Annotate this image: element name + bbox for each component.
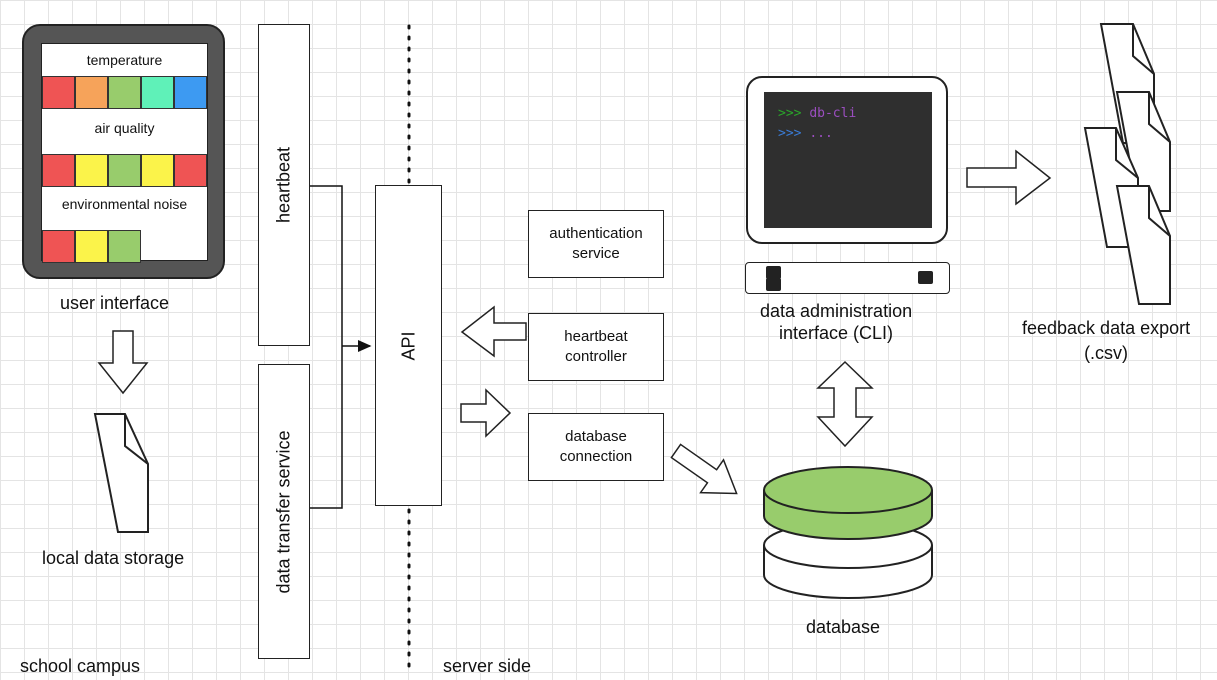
arrow-cli-to-export	[966, 149, 1052, 206]
document-icon	[93, 413, 149, 533]
arrow-controller-to-api	[460, 305, 527, 358]
arrow-ui-to-storage	[97, 330, 149, 395]
scale-cell	[108, 154, 141, 187]
scale-cell	[75, 230, 108, 263]
temperature-scale	[42, 76, 207, 109]
server-side-label: server side	[443, 656, 532, 676]
arrow-dbconn-to-database	[670, 443, 738, 495]
device-screen: temperature air quality environmental no…	[41, 43, 208, 263]
temperature-label: temperature	[86, 52, 163, 68]
terminal-line: >>> db-cli	[778, 106, 856, 121]
scale-cell	[108, 76, 141, 109]
environmental-noise-scale	[42, 230, 141, 263]
data-transfer-service-label: data transfer service	[273, 429, 294, 594]
database-connection-box[interactable]: database connection	[528, 413, 664, 481]
scale-cell	[174, 154, 207, 187]
keyboard-key	[766, 278, 781, 291]
keyboard-key	[918, 271, 933, 284]
dbconn-line-2: connection	[559, 448, 633, 465]
school-campus-label: school campus	[20, 656, 141, 676]
cli-monitor: >>> db-cli >>> ...	[746, 76, 948, 244]
heartbeat-controller-box[interactable]: heartbeat controller	[528, 313, 664, 381]
export-caption-line-1: feedback data export	[1022, 318, 1191, 338]
cli-caption: data administration interface (CLI)	[760, 300, 912, 344]
air-quality-scale	[42, 154, 207, 187]
arrow-cli-database	[816, 360, 874, 448]
api-label: API	[398, 330, 418, 361]
terminal-prompt: >>>	[778, 106, 802, 121]
keyboard	[745, 262, 950, 294]
keyboard-key	[766, 266, 781, 279]
service-to-api-connector	[310, 185, 343, 509]
auth-line-1: authentication	[549, 225, 643, 242]
auth-line-2: service	[572, 245, 620, 262]
terminal-command: db-cli	[809, 106, 857, 121]
database-cylinder	[763, 466, 933, 599]
terminal-prompt: >>>	[778, 126, 802, 141]
terminal-line: >>> ...	[778, 126, 833, 141]
api-box[interactable]: API	[375, 185, 442, 506]
arrow-api-to-dbconn	[460, 388, 512, 438]
terminal-screen[interactable]: >>> db-cli >>> ...	[764, 92, 932, 228]
scale-cell	[42, 154, 75, 187]
controller-line-1: heartbeat	[564, 328, 628, 345]
csv-document-stack	[1083, 23, 1171, 305]
database-caption: database	[806, 617, 881, 637]
heartbeat-label: heartbeat	[273, 146, 294, 224]
export-caption-line-2: (.csv)	[1084, 343, 1129, 363]
user-interface-caption: user interface	[60, 293, 170, 313]
scale-cell	[174, 76, 207, 109]
scale-cell	[141, 76, 174, 109]
scale-cell	[75, 76, 108, 109]
local-storage-caption: local data storage	[42, 548, 185, 568]
scale-cell	[42, 230, 75, 263]
data-transfer-service-box[interactable]: data transfer service	[258, 364, 310, 659]
user-interface-device: temperature air quality environmental no…	[22, 24, 225, 279]
scale-cell	[75, 154, 108, 187]
cli-caption-line-1: data administration	[760, 301, 913, 321]
terminal-command: ...	[809, 126, 833, 141]
authentication-service-box[interactable]: authentication service	[528, 210, 664, 278]
scale-cell	[42, 76, 75, 109]
cli-caption-line-2: interface (CLI)	[779, 323, 894, 343]
controller-line-2: controller	[565, 348, 627, 365]
environmental-noise-label: environmental noise	[61, 196, 188, 212]
heartbeat-box[interactable]: heartbeat	[258, 24, 310, 346]
dbconn-line-1: database	[565, 428, 627, 445]
scale-cell	[108, 230, 141, 263]
scale-cell	[141, 154, 174, 187]
export-caption: feedback data export (.csv)	[1022, 316, 1190, 366]
air-quality-label: air quality	[94, 120, 155, 136]
